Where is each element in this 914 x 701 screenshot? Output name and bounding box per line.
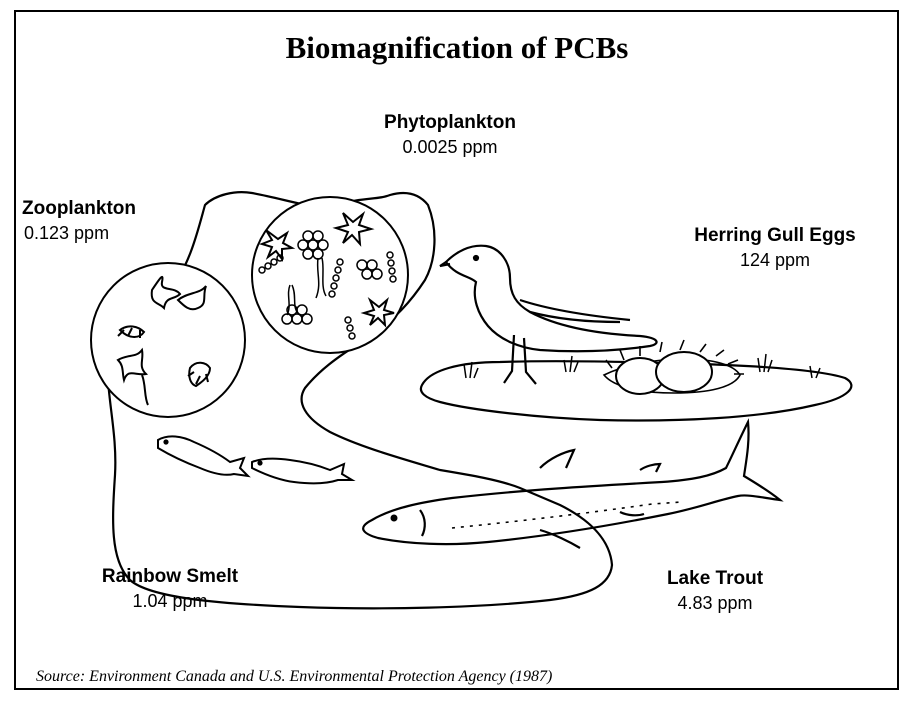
lake-trout-value: 4.83 ppm <box>640 593 790 614</box>
rainbow-smelt-value: 1.04 ppm <box>70 591 270 612</box>
zooplankton-value: 0.123 ppm <box>10 223 170 244</box>
label-lake-trout: Lake Trout 4.83 ppm <box>640 568 790 614</box>
phytoplankton-name: Phytoplankton <box>350 112 550 134</box>
diagram-title: Biomagnification of PCBs <box>0 30 914 66</box>
phytoplankton-value: 0.0025 ppm <box>350 137 550 158</box>
label-zooplankton: Zooplankton 0.123 ppm <box>10 198 170 244</box>
phytoplankton-icon <box>252 197 408 353</box>
source-citation: Source: Environment Canada and U.S. Envi… <box>36 668 552 686</box>
label-rainbow-smelt: Rainbow Smelt 1.04 ppm <box>70 566 270 612</box>
lake-trout-name: Lake Trout <box>640 568 790 590</box>
eggs-icon <box>616 352 712 394</box>
trout-icon <box>363 422 780 548</box>
herring-gull-eggs-value: 124 ppm <box>660 250 890 271</box>
rainbow-smelt-name: Rainbow Smelt <box>70 566 270 588</box>
zooplankton-name: Zooplankton <box>10 198 170 220</box>
label-herring-gull-eggs: Herring Gull Eggs 124 ppm <box>660 225 890 271</box>
zooplankton-icon <box>91 263 245 417</box>
smelt-icon <box>158 436 352 483</box>
label-phytoplankton: Phytoplankton 0.0025 ppm <box>350 112 550 158</box>
herring-gull-eggs-name: Herring Gull Eggs <box>660 225 890 247</box>
